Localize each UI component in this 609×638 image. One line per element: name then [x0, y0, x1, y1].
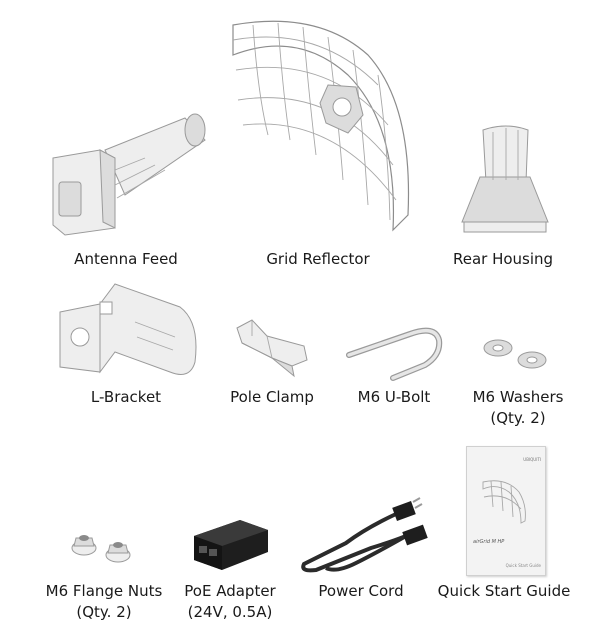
grid-reflector-label: Grid Reflector — [266, 250, 370, 268]
poe-adapter-label: PoE Adapter (24V, 0.5A) — [184, 581, 275, 623]
power-cord-label: Power Cord — [318, 582, 404, 600]
flange-nuts-label: M6 Flange Nuts (Qty. 2) — [46, 581, 163, 623]
l-bracket-image — [59, 283, 197, 375]
pole-clamp-image — [236, 319, 308, 378]
u-bolt-image — [346, 327, 443, 381]
poe-adapter-title: PoE Adapter — [184, 582, 276, 600]
power-cord-image — [301, 497, 428, 573]
poe-adapter-rating: (24V, 0.5A) — [187, 603, 273, 621]
flange-nuts-title: M6 Flange Nuts — [45, 582, 163, 600]
guide-product-name: airGrid M HP — [473, 539, 505, 545]
pole-clamp-label: Pole Clamp — [230, 388, 314, 406]
antenna-feed-image — [52, 113, 206, 236]
guide-brand-logo: UBIQUITI — [523, 457, 541, 462]
antenna-feed-label: Antenna Feed — [74, 250, 178, 268]
guide-cover-footer: Quick Start Guide — [505, 563, 541, 568]
washers-quantity: (Qty. 2) — [490, 409, 546, 427]
flange-nuts-quantity: (Qty. 2) — [76, 603, 132, 621]
quick-start-guide-image: UBIQUITI airGrid M HP Quick Start Guide — [466, 446, 546, 576]
rear-housing-label: Rear Housing — [452, 250, 554, 268]
guide-cover-art — [482, 480, 526, 524]
washers-image — [483, 339, 547, 369]
poe-adapter-image — [194, 520, 268, 570]
flange-nuts-image — [71, 535, 131, 563]
l-bracket-label: L-Bracket — [90, 388, 162, 406]
u-bolt-label: M6 U-Bolt — [357, 388, 431, 406]
washers-label: M6 Washers (Qty. 2) — [473, 387, 564, 429]
quick-start-guide-label: Quick Start Guide — [437, 582, 571, 600]
rear-housing-image — [461, 125, 549, 233]
washers-title: M6 Washers — [472, 388, 564, 406]
grid-reflector-image — [232, 20, 410, 232]
